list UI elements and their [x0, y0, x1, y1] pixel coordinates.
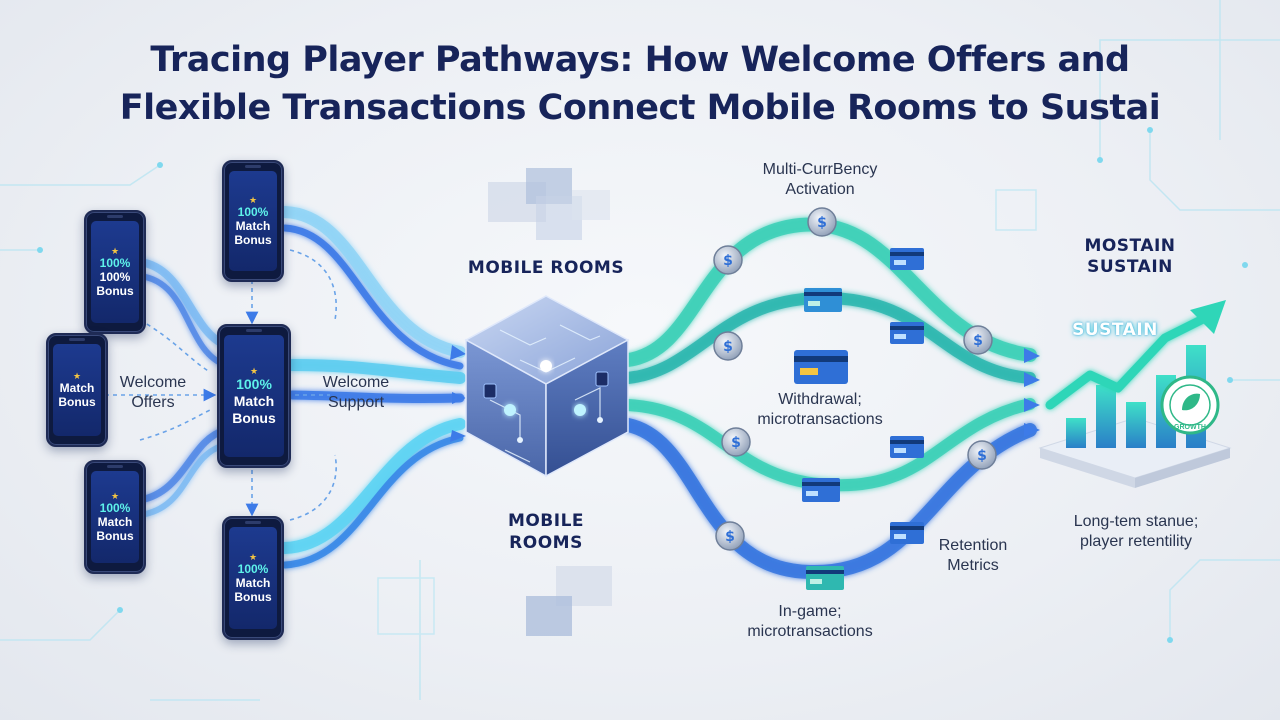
coin-icon: $: [963, 325, 993, 355]
svg-text:$: $: [725, 529, 735, 545]
circuit-nodes: [37, 127, 1248, 643]
phone-pct: 100%: [99, 256, 131, 270]
phone-center-main: ★ 100% Match Bonus: [217, 324, 291, 468]
decor-squares: [377, 168, 1037, 636]
mobile-rooms-cube: [464, 295, 630, 478]
phone-left-middle: ★ Match Bonus: [46, 333, 108, 447]
phone-left-bottom: ★ 100% Match Bonus: [84, 460, 146, 574]
card-icon: [794, 350, 848, 384]
phone-line-2: Bonus: [232, 409, 276, 426]
phone-bottom-center: ★ 100% Match Bonus: [222, 516, 284, 640]
phone-line-1: Match: [97, 515, 133, 529]
svg-text:$: $: [973, 333, 983, 349]
label-retention: Retention Metrics: [938, 537, 1008, 574]
badge-growth: GROWTH: [1174, 424, 1206, 431]
dashed-connectors: [105, 249, 337, 521]
title-line-2: Flexible Transactions Connect Mobile Roo…: [119, 88, 1161, 128]
card-icon: [806, 566, 844, 590]
coin-icon: $: [807, 207, 837, 237]
label-in-game: In-game; microtransactions: [747, 603, 873, 640]
svg-text:$: $: [817, 215, 827, 231]
phone-line-2: Bonus: [234, 233, 272, 247]
card-icon: [802, 478, 840, 502]
coin-icon: $: [713, 245, 743, 275]
coin-icon: $: [967, 440, 997, 470]
flow-arrowheads-cube: [450, 345, 466, 442]
phone-pct: 100%: [237, 562, 269, 576]
label-welcome-support: Welcome Support: [322, 374, 390, 411]
coin-icon: $: [713, 331, 743, 361]
svg-text:$: $: [977, 448, 987, 464]
flows-to-cube: [279, 206, 466, 569]
coin-icons: $ $ $ $ $ $ $: [713, 207, 997, 551]
flows-left: [136, 258, 229, 518]
label-multi-currency: Multi-CurrBency Activation: [762, 161, 878, 198]
phone-top-center: ★ 100% Match Bonus: [222, 160, 284, 282]
coin-icon: $: [721, 427, 751, 457]
svg-text:$: $: [731, 435, 741, 451]
diagram-title: Tracing Player Pathways: How Welcome Off…: [0, 36, 1280, 132]
circuit-background: [0, 0, 1280, 701]
card-icon: [890, 322, 924, 344]
label-long-term: Long-tem stanue; player retentility: [1073, 513, 1199, 550]
phone-pct: 100%: [99, 501, 131, 515]
flow-arrowheads-sustain: [1024, 348, 1040, 437]
label-welcome-offers: Welcome Offers: [119, 374, 187, 411]
phone-left-top: ★ 100% 100% Bonus: [84, 210, 146, 334]
card-icons: [794, 248, 924, 590]
phone-line-1: 100%: [99, 270, 131, 284]
label-withdrawal: Withdrawal; microtransactions: [757, 391, 883, 428]
card-icon: [804, 288, 842, 312]
label-mobile-rooms-top: MOBILE ROOMS: [467, 258, 625, 278]
coin-icon: $: [715, 521, 745, 551]
phone-line-1: Match: [59, 381, 95, 395]
card-icon: [890, 522, 924, 544]
card-icon: [890, 436, 924, 458]
phone-line-1: Match: [235, 576, 271, 590]
label-mobile-rooms-bottom: MOBILE ROOMS: [507, 511, 585, 553]
phone-pct: 100%: [236, 375, 272, 392]
phone-pct: 100%: [237, 205, 269, 219]
card-icon: [890, 248, 924, 270]
title-line-1: Tracing Player Pathways: How Welcome Off…: [150, 40, 1130, 80]
svg-text:$: $: [723, 339, 733, 355]
label-sustain-chart: SUSTAIN: [1072, 320, 1158, 340]
svg-text:$: $: [723, 253, 733, 269]
phone-line-1: Match: [233, 392, 275, 409]
phone-line-2: Bonus: [58, 395, 96, 409]
sustain-chart: [1038, 300, 1232, 488]
phone-line-2: Bonus: [96, 284, 134, 298]
phone-line-2: Bonus: [234, 590, 272, 604]
phone-line-1: Match: [235, 219, 271, 233]
label-sustain-heading: MOSTAIN SUSTAIN: [1084, 236, 1176, 277]
phone-line-2: Bonus: [96, 529, 134, 543]
